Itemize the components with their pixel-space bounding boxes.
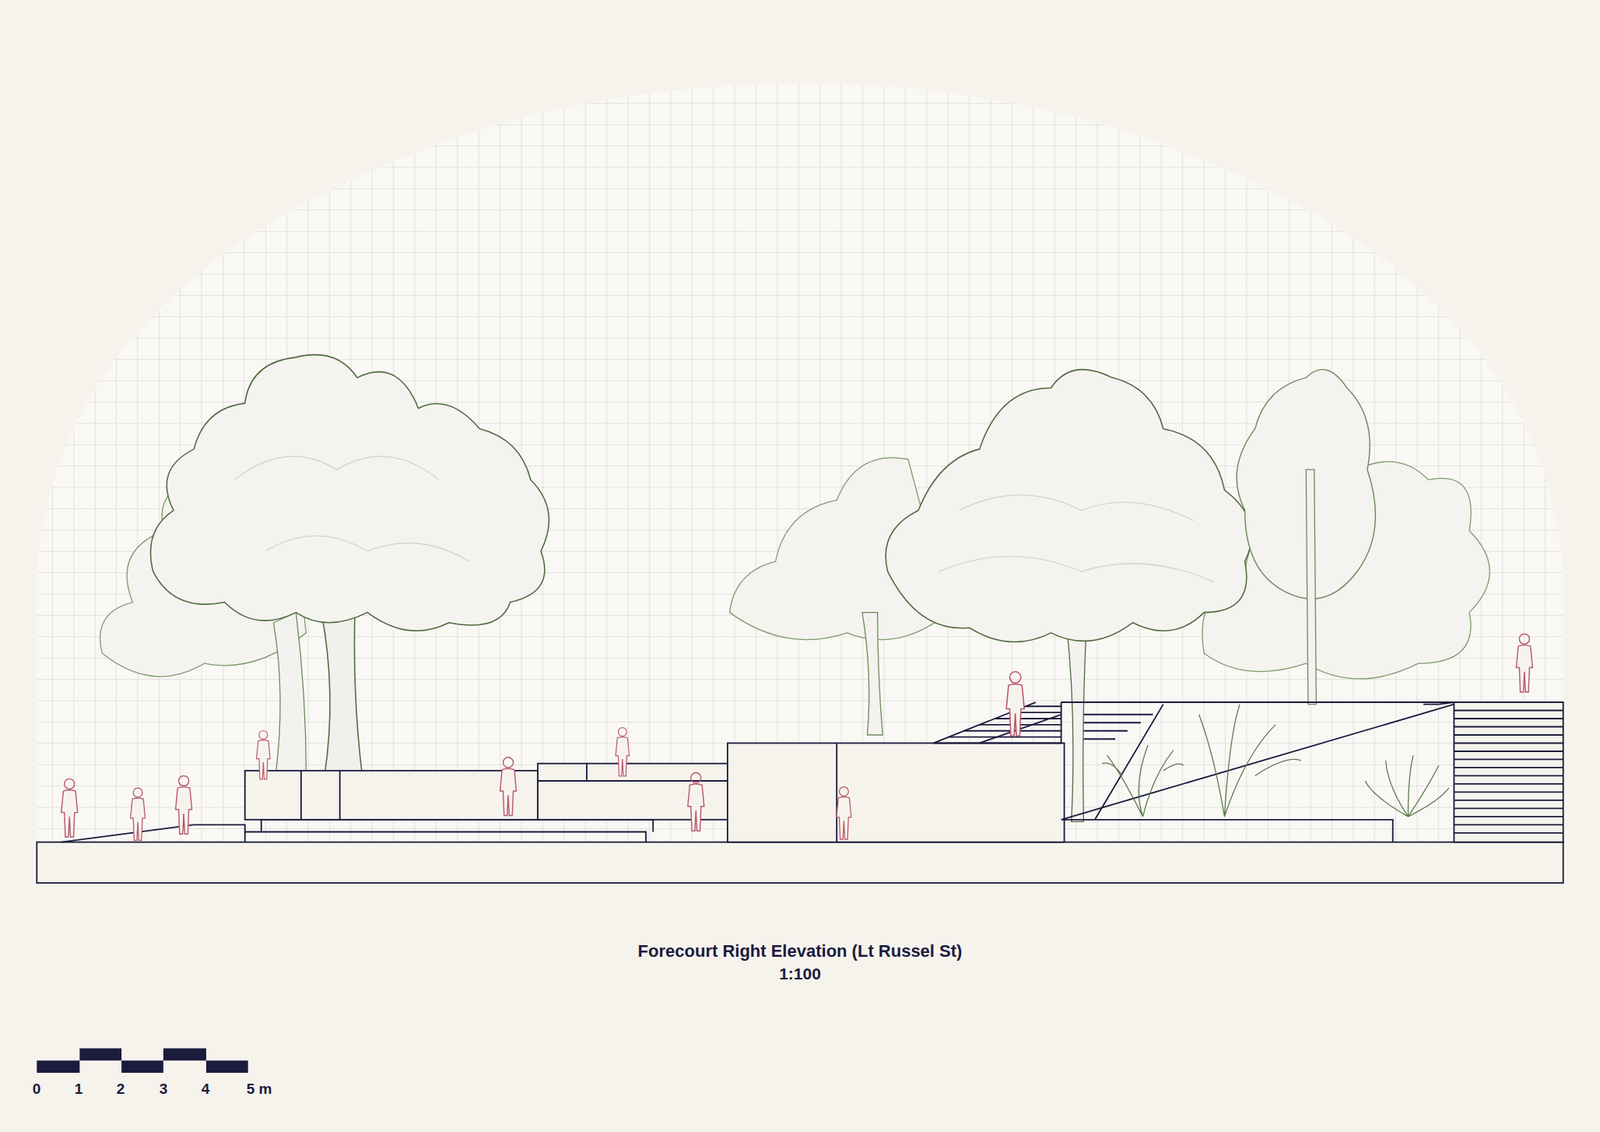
scale-label: 5 m bbox=[246, 1080, 273, 1098]
tree-left bbox=[150, 354, 549, 776]
grid bbox=[30, 61, 1572, 848]
scale-label: 2 bbox=[116, 1080, 126, 1098]
plants bbox=[1101, 704, 1450, 817]
landscape-structures bbox=[36, 701, 1563, 883]
scale-label: 0 bbox=[32, 1080, 42, 1098]
scale-ratio: 1:100 bbox=[778, 964, 822, 983]
drawing-title: Forecourt Right Elevation (Lt Russel St) bbox=[638, 940, 963, 962]
scale-label: 4 bbox=[201, 1080, 211, 1098]
scale-label: 3 bbox=[159, 1080, 169, 1098]
scale-bar bbox=[36, 1047, 248, 1072]
scale-label: 1 bbox=[74, 1080, 84, 1098]
people bbox=[61, 633, 1534, 840]
